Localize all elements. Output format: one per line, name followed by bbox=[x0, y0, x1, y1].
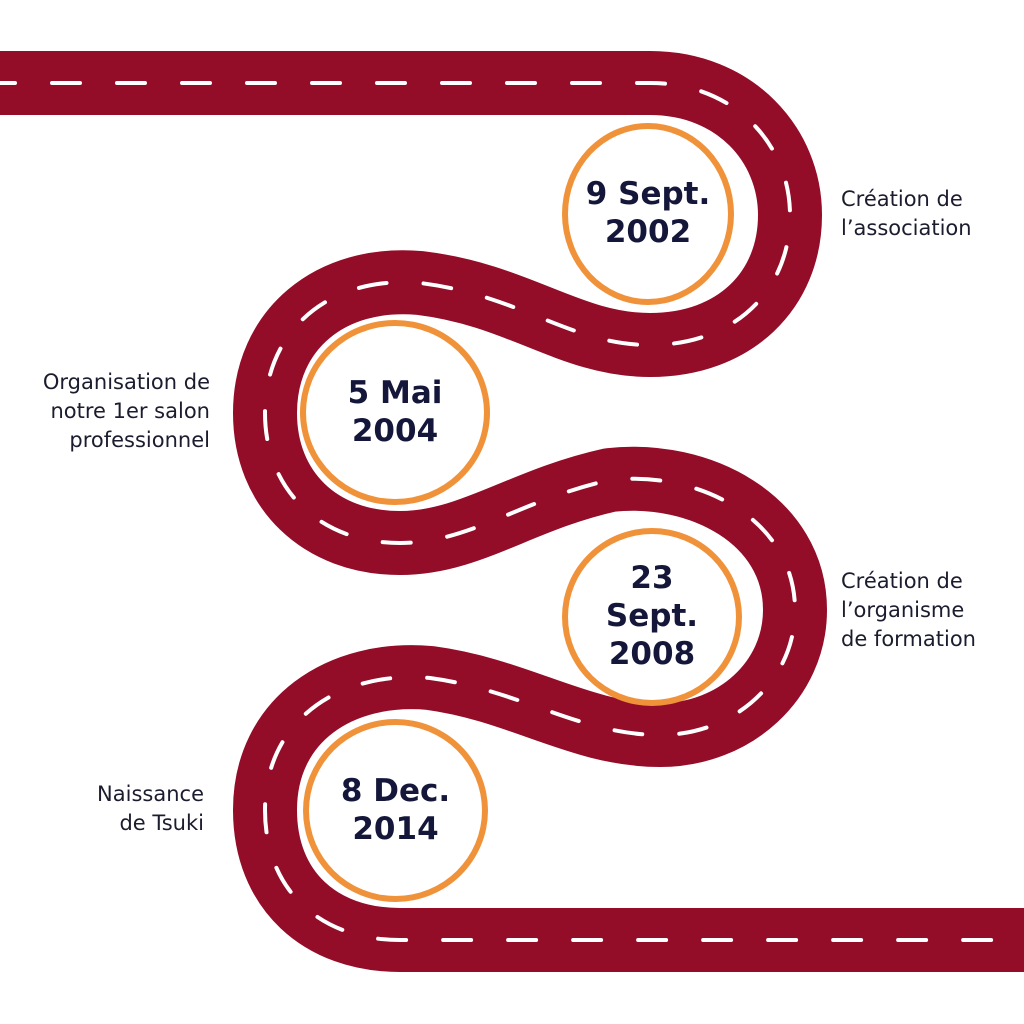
milestone-caption-2014: Naissance de Tsuki bbox=[97, 780, 204, 838]
milestone-caption-2008: Création de l’organisme de formation bbox=[841, 567, 976, 654]
caption-line: l’association bbox=[841, 215, 972, 240]
caption-line: Création de bbox=[841, 187, 963, 211]
lane-divider-dashes bbox=[0, 81, 1024, 942]
milestone-date-line: 23 bbox=[630, 560, 674, 597]
milestone-date-line: 2008 bbox=[608, 635, 696, 672]
caption-line: de formation bbox=[841, 626, 976, 651]
caption-line: professionnel bbox=[69, 427, 210, 452]
milestone-circle-2014: 8 Dec. 2014 bbox=[303, 719, 488, 902]
milestone-caption-2004: Organisation de notre 1er salon professi… bbox=[43, 368, 210, 455]
caption-line: Organisation de bbox=[42, 370, 210, 394]
caption-line: de Tsuki bbox=[119, 810, 204, 835]
caption-line: Création de bbox=[841, 569, 963, 593]
caption-line: l’organisme bbox=[841, 597, 965, 622]
milestone-date-line: 2004 bbox=[351, 412, 439, 449]
milestone-date-line: 5 Mai bbox=[347, 374, 443, 411]
milestone-circle-2008: 23 Sept. 2008 bbox=[562, 528, 742, 706]
milestone-date-line: 2002 bbox=[604, 214, 692, 250]
milestone-date-line: 2014 bbox=[352, 810, 439, 847]
caption-line: notre 1er salon bbox=[50, 398, 210, 423]
caption-line: Naissance bbox=[97, 782, 204, 806]
milestone-circle-2002: 9 Sept. 2002 bbox=[562, 123, 734, 305]
milestone-date-line: Sept. bbox=[605, 598, 699, 635]
milestone-circle-2004: 5 Mai 2004 bbox=[300, 320, 490, 505]
milestone-date-line: 8 Dec. bbox=[340, 772, 451, 809]
milestone-caption-2002: Création de l’association bbox=[841, 185, 972, 243]
milestone-date-line: 9 Sept. bbox=[585, 176, 711, 213]
